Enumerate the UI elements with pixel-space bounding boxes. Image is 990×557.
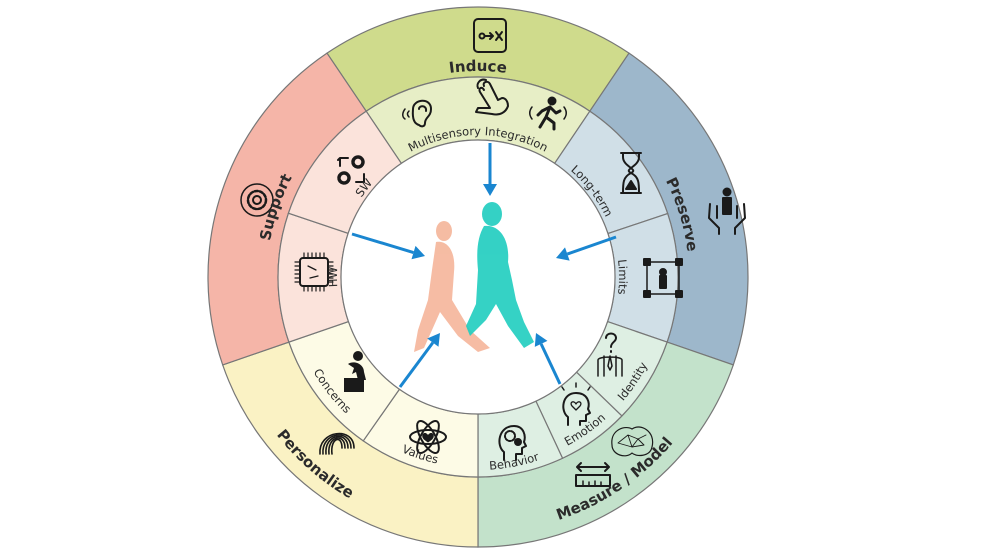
inner-ring — [277, 76, 679, 478]
outer-ring — [207, 6, 749, 548]
touch-hand-icon — [475, 78, 509, 116]
arrow-4 — [398, 333, 440, 388]
figure-teal — [466, 202, 534, 348]
label-induce-text: Induce — [448, 57, 508, 77]
label-limits: Limits — [615, 259, 630, 296]
fingerprint-icon — [319, 432, 355, 455]
arrow-3 — [556, 235, 617, 261]
arrows — [351, 143, 617, 388]
hourglass-icon — [620, 152, 642, 194]
gears-sync-icon — [337, 155, 365, 185]
icons — [240, 18, 746, 487]
person-in-hands-icon — [708, 187, 746, 235]
label-hw: HW — [326, 267, 340, 288]
question-person-icon — [597, 332, 623, 377]
walking-figures — [414, 202, 534, 352]
ear-sound-icon — [402, 99, 432, 128]
brain-network-icon — [611, 426, 654, 457]
hypothesis-box-icon — [473, 18, 507, 53]
thinker-icon — [344, 351, 366, 392]
label-hw-text: HW — [326, 267, 340, 288]
head-heart-icon — [561, 382, 591, 426]
running-person-icon — [529, 96, 567, 131]
person-bounds-icon — [643, 258, 683, 298]
gear-cycle-icon — [240, 183, 274, 217]
head-gears-icon — [498, 425, 527, 461]
arrow-2 — [351, 232, 425, 260]
label-induce: Induce — [448, 57, 508, 77]
chip-icon — [294, 252, 334, 292]
ruler-icon — [575, 462, 611, 487]
figure-salmon — [414, 221, 490, 352]
arrow-5 — [534, 333, 562, 385]
label-limits-text: Limits — [615, 259, 630, 296]
atom-heart-icon — [409, 420, 447, 454]
arrow-1 — [483, 143, 497, 196]
